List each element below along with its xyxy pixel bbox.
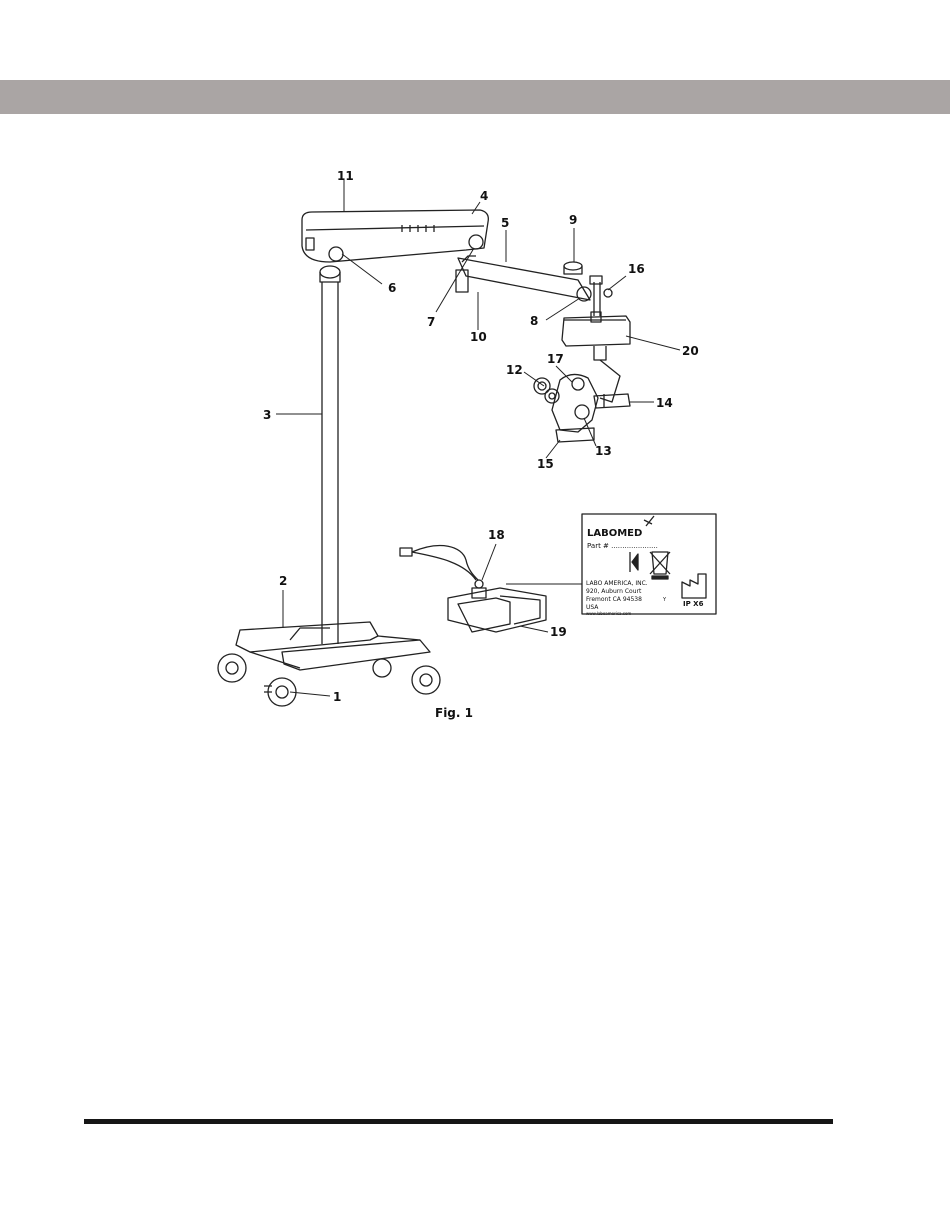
- microscope-head: [534, 360, 630, 442]
- control-box: [302, 210, 488, 262]
- callout-20: 20: [682, 344, 699, 358]
- callout-13: 13: [595, 444, 612, 458]
- callout-14: 14: [656, 396, 673, 410]
- column: [320, 266, 340, 644]
- plate-address-2: Fremont CA 94538: [586, 596, 642, 603]
- plate-brand: LABOMED: [587, 528, 642, 539]
- plate-country: USA: [586, 604, 599, 611]
- callout-5: 5: [501, 216, 509, 230]
- callout-17: 17: [547, 352, 564, 366]
- callout-3: 3: [263, 408, 271, 422]
- callout-8: 8: [530, 314, 538, 328]
- callouts: 1 2 3 4 5 6 7 8 9 10 11 12 13 14 15 16 1…: [263, 169, 699, 704]
- figure-caption: Fig. 1: [435, 706, 473, 720]
- callout-9: 9: [569, 213, 577, 227]
- label-plate-text: LABOMED Part # ..................... LAB…: [586, 528, 704, 616]
- callout-1: 1: [333, 690, 341, 704]
- leader-lines: [276, 180, 680, 696]
- callout-4: 4: [480, 189, 488, 203]
- plate-part-number: Part # .....................: [587, 542, 658, 550]
- callout-11: 11: [337, 169, 354, 183]
- callout-19: 19: [550, 625, 567, 639]
- footer-rule: [84, 1119, 833, 1124]
- coupling-box: [562, 312, 630, 360]
- articulated-arm: [456, 256, 612, 316]
- plate-address-1: 920, Auburn Court: [586, 588, 642, 595]
- callout-15: 15: [537, 457, 554, 471]
- callout-16: 16: [628, 262, 645, 276]
- callout-6: 6: [388, 281, 396, 295]
- foot-switch: [400, 546, 546, 632]
- plate-company: LABO AMERICA, INC.: [586, 580, 648, 587]
- callout-10: 10: [470, 330, 487, 344]
- floor-base: [218, 622, 440, 706]
- callout-7: 7: [427, 315, 435, 329]
- callout-12: 12: [506, 363, 523, 377]
- callout-18: 18: [488, 528, 505, 542]
- plate-ip-rating: IP X6: [683, 600, 704, 608]
- plate-mark-y: Y: [662, 597, 667, 603]
- callout-2: 2: [279, 574, 287, 588]
- plate-website: www.laboamerica.com: [586, 611, 631, 616]
